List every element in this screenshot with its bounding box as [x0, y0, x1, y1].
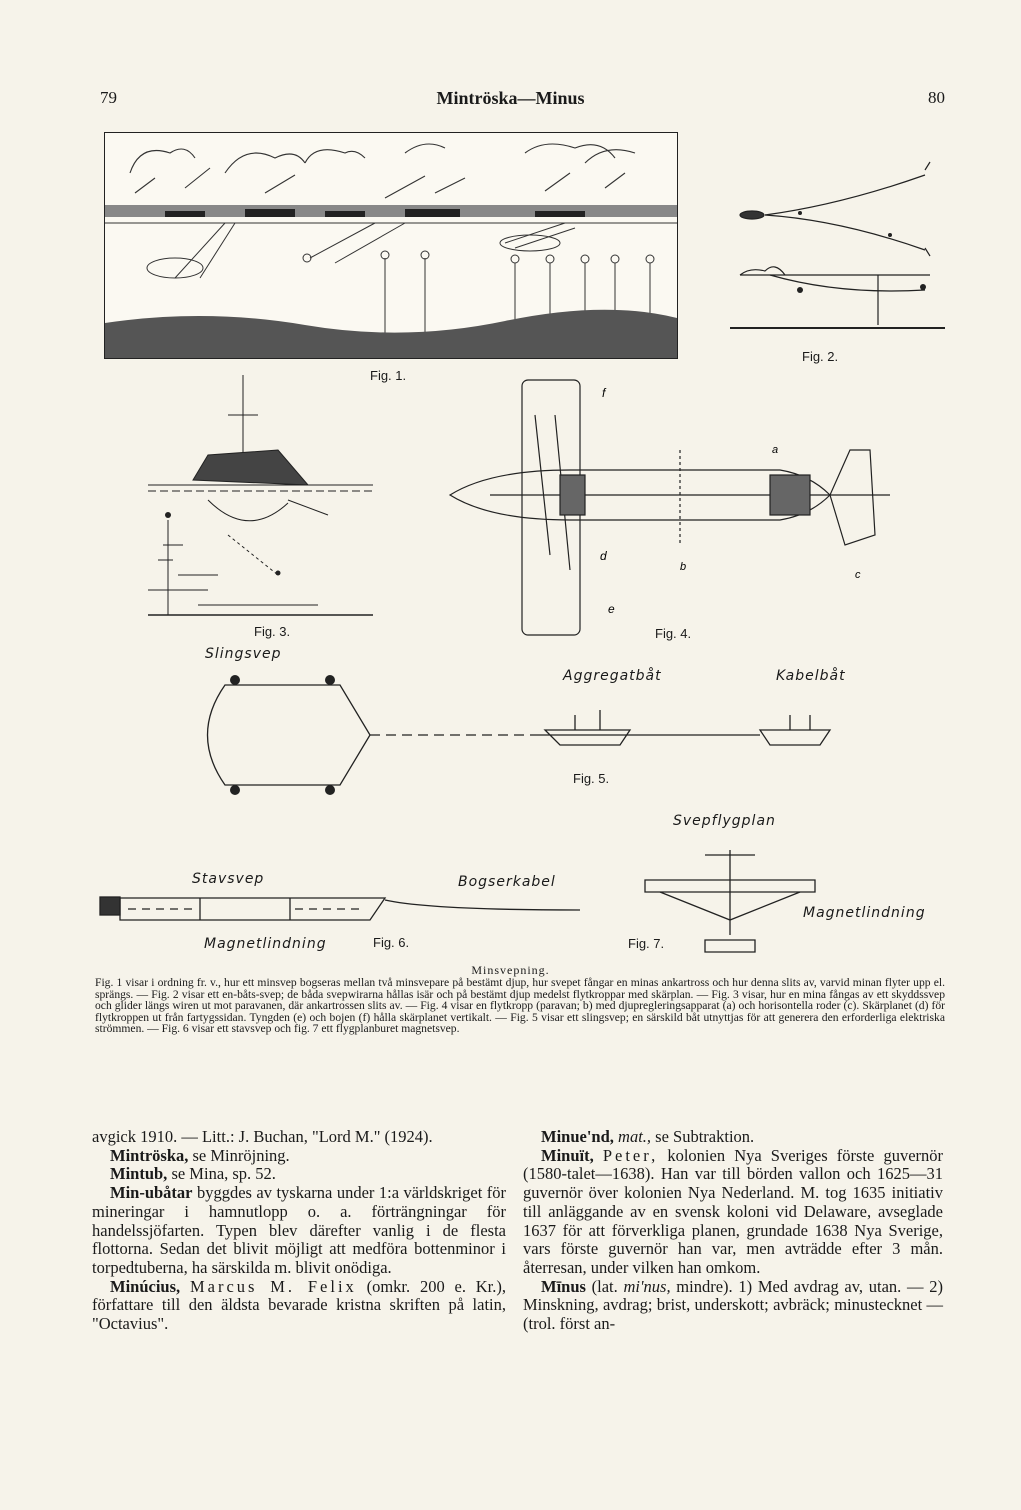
figure-4-letter-f: f: [602, 386, 607, 400]
slingsvep-label: Slingsvep: [205, 646, 282, 662]
figure-6-label: Fig. 6.: [373, 935, 410, 950]
headword: Minuït,: [541, 1145, 594, 1165]
abbrev: mat.,: [618, 1127, 652, 1146]
entry-mintroska: Mintröska, se Minröjning.: [92, 1145, 506, 1166]
left-column: avgick 1910. — Litt.: J. Buchan, "Lord M…: [92, 1127, 507, 1334]
stavsvep-label: Stavsvep: [192, 871, 265, 887]
entry-text: byggdes av tyskarna under 1:a världskrig…: [92, 1183, 506, 1277]
entry-text: (lat.: [585, 1276, 624, 1296]
caption-body: Fig. 1 visar i ordning fr. v., hur ett m…: [95, 976, 945, 1035]
headword: Min-ubåtar: [110, 1183, 193, 1203]
figure-4-letter-a: a: [772, 444, 778, 456]
bogserkabel-label: Bogserkabel: [458, 874, 556, 890]
page-number-right: 80: [928, 88, 945, 107]
entry-continuation: avgick 1910. — Litt.: J. Buchan, "Lord M…: [92, 1127, 433, 1146]
headword: Mintub,: [110, 1164, 168, 1184]
headword: Minúcius,: [110, 1276, 181, 1296]
headword: Mīnus: [541, 1276, 586, 1296]
figure-3-drawing: [148, 375, 373, 616]
figure-2-drawing: [730, 161, 945, 329]
entry-minus: Mīnus (lat. mi'nus, mindre). 1) Med avdr…: [523, 1276, 943, 1334]
figure-1-label: Fig. 1.: [370, 368, 407, 383]
svepflygplan-label: Svepflygplan: [673, 813, 776, 829]
figure-1-drawing: [105, 143, 677, 358]
headword: Mintröska,: [110, 1145, 189, 1165]
figure-2-label: Fig. 2.: [802, 349, 839, 364]
entry-minuend: Minue'nd, mat., se Subtraktion.: [523, 1127, 943, 1147]
headword: Minue'nd,: [541, 1127, 614, 1146]
entry-minucius: Minúcius, Marcus M. Felix (omkr. 200 e. …: [92, 1276, 507, 1334]
figure-4-paravane-drawing: a b c d e f: [448, 379, 890, 636]
page-number-left: 79: [100, 88, 117, 107]
aggregatbat-label: Aggregatbåt: [563, 668, 662, 684]
figure-4-letter-c: c: [855, 569, 861, 581]
latin-word: mi'nus,: [623, 1276, 671, 1296]
figure-7-label: Fig. 7.: [628, 936, 665, 951]
entry-text: (omkr. 200 e. Kr.), författare till den …: [92, 1276, 507, 1334]
entry-text: se Mina, sp. 52.: [167, 1164, 276, 1184]
entry-mintub: Mintub, se Mina, sp. 52.: [92, 1165, 506, 1184]
right-column: Minue'nd, mat., se Subtraktion. Minuït, …: [523, 1127, 944, 1334]
magnetlindning-left-label: Magnetlindning: [204, 936, 327, 952]
figure-5-label: Fig. 5.: [573, 771, 610, 786]
figure-4-label: Fig. 4.: [655, 626, 692, 641]
entry-text: se Minröjning.: [188, 1145, 290, 1165]
figure-1-minesweep-scene: [104, 132, 678, 359]
person-name: Peter,: [602, 1145, 659, 1165]
magnetlindning-right-label: Magnetlindning: [803, 905, 926, 921]
caption-title: Minsvepning.: [471, 963, 550, 977]
kabelbat-label: Kabelbåt: [776, 668, 846, 684]
figure-4-letter-d: d: [600, 549, 607, 563]
entry-text: mindre). 1) Med avdrag av, utan. — 2) Mi…: [523, 1276, 943, 1334]
person-name: Marcus M. Felix: [189, 1276, 357, 1296]
figure-6-7-drawing: [99, 850, 816, 953]
figure-5-drawing: [206, 675, 832, 795]
page-title: Mintröska—Minus: [436, 88, 585, 108]
entry-minuit: Minuït, Peter, kolonien Nya Sveriges för…: [523, 1145, 944, 1278]
figure-4-letter-e: e: [608, 602, 615, 616]
entry-text: se Subtraktion.: [651, 1127, 755, 1146]
figure-3-label: Fig. 3.: [254, 624, 291, 639]
entry-text: kolonien Nya Sveriges förste guvernör (1…: [523, 1145, 944, 1277]
figure-4-letter-b: b: [680, 561, 686, 573]
entry-min-ubatar: Min-ubåtar byggdes av tyskarna under 1:a…: [92, 1183, 506, 1278]
